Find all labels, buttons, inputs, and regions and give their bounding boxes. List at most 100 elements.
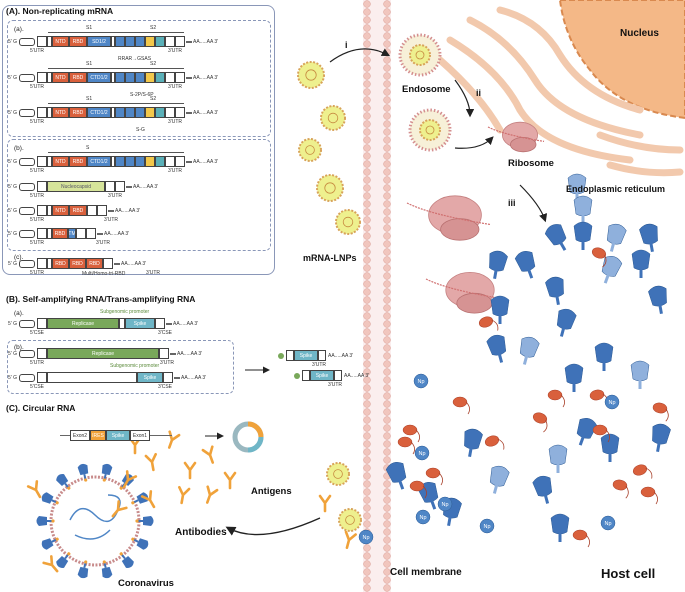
multi-rbd-label: Multi/Homo-tri-RBD (82, 271, 126, 277)
lipid-head (363, 568, 371, 576)
rbd-antigen (452, 396, 470, 415)
spike-head (652, 423, 671, 445)
spike-head (576, 417, 598, 439)
lnp-label: mRNA-LNPs (303, 253, 357, 263)
lipid-head (383, 584, 391, 592)
spike-stalk (603, 273, 611, 284)
rbd-antigen (425, 467, 443, 486)
lipid-head (363, 272, 371, 280)
utr3-box2 (175, 36, 186, 47)
s-bar (48, 32, 184, 33)
spike-stalk (447, 515, 452, 527)
lipid-head (383, 256, 391, 264)
virus-spike-head (121, 556, 134, 568)
lipid-head (383, 576, 391, 584)
rbd-bead (591, 247, 607, 259)
lipid-head (363, 360, 371, 368)
lnp-mrna (425, 125, 435, 135)
antibody-shape (42, 555, 59, 573)
spike-protein (519, 336, 540, 365)
rbd-link (625, 485, 629, 499)
antibody-shape (111, 500, 128, 518)
rbd-link (645, 467, 653, 479)
sg-box (119, 318, 126, 329)
utr-box (334, 370, 342, 381)
spike-stalk (493, 268, 498, 280)
ntd-segment: NTD (52, 156, 70, 167)
panel-b-sub-a: (a). (14, 310, 24, 317)
utr3-label: 3'UTR (146, 270, 161, 276)
cap-label: 5' G (8, 320, 18, 327)
lipid-head (363, 112, 371, 120)
np-protein (358, 529, 374, 545)
lipid-head (363, 224, 371, 232)
virus-membrane-protein (119, 486, 123, 490)
spike-protein (514, 250, 536, 279)
antibody-shape (318, 494, 332, 513)
lipid-head (363, 248, 371, 256)
lipid-head (363, 40, 371, 48)
utr3-box (165, 72, 176, 83)
spike-stalk (559, 326, 566, 337)
mutation-1: RRAR→GSAS (118, 56, 152, 62)
lipid-head (363, 144, 371, 152)
lipid-head (363, 432, 371, 440)
arrow-antibodies (225, 517, 321, 536)
cap-label: 5' G (8, 230, 18, 237)
lipid-head (383, 152, 391, 160)
cap-loops (19, 73, 36, 82)
panel-a-title: (A). Non-replicating mRNA (6, 6, 114, 16)
lipid-head (363, 208, 371, 216)
cyt-seg (155, 36, 166, 47)
lipid-head (383, 392, 391, 400)
lipid-head (363, 336, 371, 344)
rbd-antigen (592, 424, 610, 443)
lnp-mrna (327, 112, 339, 124)
rbd-antigen (632, 464, 653, 479)
lnp-particle (419, 119, 441, 141)
spike-stalk (558, 240, 567, 251)
lipid-head (383, 184, 391, 192)
rbd-link (605, 429, 610, 443)
rbd-bead (397, 436, 413, 448)
spike-head (486, 334, 507, 356)
lipid-head (383, 0, 391, 8)
cse5-box (37, 372, 48, 383)
lipid-head (363, 472, 371, 480)
lipid-head (383, 376, 391, 384)
antibody-shape (26, 480, 42, 499)
lipid-head (363, 72, 371, 80)
rbd-link (602, 254, 607, 268)
virus-spike (36, 516, 55, 526)
virus-spike-stalk (51, 499, 57, 504)
utr3-label: 3'UTR (168, 168, 183, 174)
lipid-head (363, 552, 371, 560)
spike-protein (489, 465, 510, 494)
rbd-link (497, 438, 505, 450)
virus-spike-stalk (83, 562, 87, 569)
utr5-box (37, 228, 48, 239)
fp-box (111, 107, 116, 118)
sp-box (47, 205, 53, 216)
polyA-tail: AA.....AA 3' (193, 109, 219, 116)
lipid-head (383, 72, 391, 80)
antibody-shape (205, 485, 219, 504)
spike-protein (573, 221, 593, 250)
lipid-head (383, 160, 391, 168)
spike-stalk (497, 352, 504, 363)
lipid-head (363, 328, 371, 336)
rbd-bead (409, 480, 425, 492)
utr5-label: 5'UTR (30, 119, 45, 125)
sd-segment: CTD1/2 (87, 72, 112, 83)
membrane-label: Cell membrane (390, 567, 462, 578)
tail-line (97, 232, 104, 235)
spike-protein (544, 224, 567, 251)
polyA-tail: AA.....AA 3' (177, 350, 203, 357)
spike-protein (648, 285, 667, 315)
spike-segment: Spike (137, 372, 164, 383)
cse5-label: 5'UTR (30, 360, 45, 366)
antibody (122, 470, 138, 489)
virus-spike (131, 537, 149, 550)
virus-spike-stalk (64, 553, 69, 560)
lipid-head (383, 216, 391, 224)
